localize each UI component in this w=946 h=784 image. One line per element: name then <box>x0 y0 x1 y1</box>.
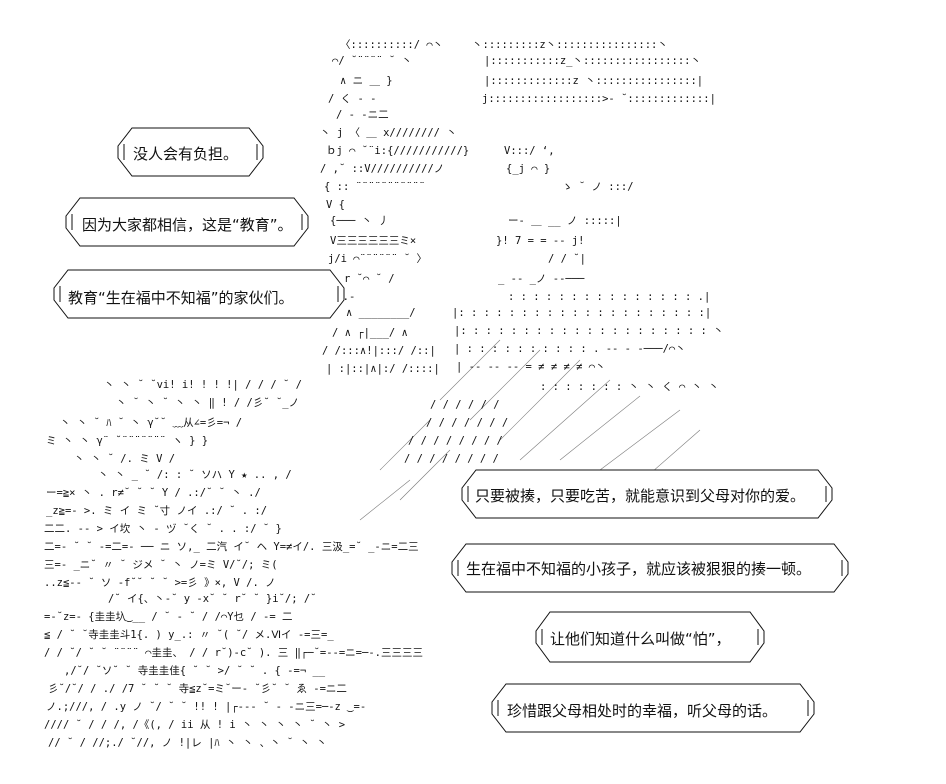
ascii-art-fragment: 丶 丶 ˘ ﾊ ˘ 丶 γ˘˘ ﹏从∠=彡=¬ / <box>60 417 242 429</box>
speech-bubble-frame <box>65 197 309 247</box>
ascii-art-fragment: 彡˘/˘/ / ./ /7 ˘ ˘ ˘ 寺≦z˘=ミ˘ー‐ ˘彡˘ ˘ ゑ -=… <box>48 683 347 695</box>
ascii-art-fragment: / ‐ -ニ二 <box>336 109 389 121</box>
ascii-art-fragment: V:::/ ‘, <box>504 145 555 157</box>
ascii-art-fragment: ー=≧× 丶 . r≠˘ ˘ ˘ Y / .:/˘ ˘ 丶 ./ <box>46 487 261 499</box>
ascii-art-fragment: |: : : : : : : : : : : : : : : : : : : :… <box>452 307 711 319</box>
ascii-art-fragment: 丶 丶 ˘ ˘vi! i! ! ! !| / / / ˘ / <box>104 379 302 391</box>
ascii-art-fragment: { :: ¨¨¨¨¨¨¨¨¨¨¨ <box>324 181 425 193</box>
ascii-art-fragment: 三=‐ _ニ˘ 〃 ˘ ジメ ˘ 丶 ノ=ミ V/˘/; ミ( <box>44 559 278 571</box>
ascii-art-fragment: V { <box>326 199 345 211</box>
ascii-art-fragment: =-˘z=- {圭圭圦‿__ / ˘ ‐ ˘ / /⌒Y乜 / -= 二 <box>44 610 292 623</box>
speech-bubble-frame <box>117 127 264 177</box>
ascii-art-fragment: ノ.;///, / .y ノ ˘/ ˘ ˘ !! ! |┌‐‐‐ ˘ ‐ -ニ三… <box>46 701 366 713</box>
ascii-art-fragment: / / ˘| <box>548 253 586 265</box>
ascii-art-fragment: ⌒/ ˘¨¨¨¨ ˘ 丶 <box>332 55 412 67</box>
speed-line <box>399 449 451 501</box>
ascii-art-fragment: 丶 丶 _ ˘ /: : ˘ ソハ Y ★ .. , / <box>98 469 292 481</box>
ascii-art-fragment: / く ‐ - <box>328 93 376 105</box>
ascii-art-fragment: |: : : : : : : : : : : : : : : : : : : :… <box>454 325 724 337</box>
speech-bubble-text: 让他们知道什么叫做“怕”， <box>550 630 731 648</box>
ascii-art-fragment: | ‐‐ -‐ -‐ = ≠ ≠ ≠ ≠ ⌒丶 <box>456 361 606 373</box>
ascii-art-fragment: / ∧ ┌|___/ ∧ <box>332 327 408 339</box>
ascii-art-fragment: {─── 丶 丿 <box>330 215 389 227</box>
speed-line <box>359 479 411 521</box>
speech-bubble-text: 生在福中不知福的小孩子，就应该被狠狠的揍一顿。 <box>466 560 812 578</box>
ascii-art-fragment: r ˘⌒ ˘ / <box>344 273 395 285</box>
speech-bubbles <box>53 127 849 733</box>
speech-bubble-text: 没人会有负担。 <box>133 145 239 163</box>
ascii-art-fragment: V三三三三三三ミ× <box>330 235 416 247</box>
speech-bubble-text: 只要被揍，只要吃苦，就能意识到父母对你的爱。 <box>475 487 806 505</box>
speech-bubble-text: 教育“生在福中不知福”的家伙们。 <box>68 289 294 307</box>
ascii-art-fragment: j::::::::::::::::::>- ˘:::::::::::::| <box>482 93 716 105</box>
ascii-art-fragment: | : : : : : : : : : : . -‐ - -───/⌒丶 <box>454 343 686 355</box>
ascii-art-fragment: ≦ / ˘ ˘寺圭圭斗1{. ) y_.: 〃 ˘( ˘/ メ.Ⅵイ -=三=_ <box>44 628 334 641</box>
ascii-art-fragment: / ,˘ ::V//////////ノ <box>320 163 444 175</box>
ascii-art-fragment: ｂj ⌒ ˘¨i:{///////////} <box>326 145 469 157</box>
speed-line <box>519 379 611 461</box>
ascii-art-fragment: 二二. -‐ > イ坎 丶 ‐ ヅ ˘く ˘ . . :/ ˘ } <box>44 522 282 535</box>
speed-line <box>439 339 501 401</box>
ascii-art-fragment: _z≧=- >. ミ イ ミ ˘寸 ノイ .:/ ˘ . :/ <box>46 504 267 517</box>
ascii-art-fragment: 丶 丶 ˘ /. ミ V / <box>74 453 175 465</box>
ascii-art-fragment: ∧ ________/ <box>346 307 416 319</box>
speed-line <box>559 395 641 461</box>
ascii-art-fragment: / /:::∧!|:::/ /::| <box>322 345 436 357</box>
ascii-art-fragment: / / / / / / / / <box>404 453 499 465</box>
ascii-art-fragment: 二=‐ ˘ ˘ ‐=二=‐ ── ニ ソ,_ 二汽 イ˘ ヘ Y=≠イ/. 三汲… <box>44 540 419 553</box>
ascii-art-fragment: j/i ⌒¨¨¨¨¨¨ ˘ 〉 <box>328 253 427 265</box>
ascii-art-fragment: / / / / / / / <box>426 417 508 429</box>
ascii-art-fragment: }! 7 = = -‐ j! <box>496 235 585 247</box>
ascii-art-fragment: //// ˘ / / /, /《(, / ii 从 ! i 丶 丶 丶 丶 ˘ … <box>44 719 345 731</box>
ascii-art-fragment: |:::::::::::::z 丶::::::::::::::::| <box>484 75 703 87</box>
speech-bubble-frame <box>535 611 765 663</box>
ascii-art-fragment: : : : : : : : 丶 丶 く ⌒ 丶 丶 <box>540 381 719 393</box>
ascii-art-fragment: / / ˘/ ˘ ˘ ¨¨¨¨ ⌒圭圭、 / / r˘)‐c˘ ). 三 ‖┌─… <box>44 646 423 659</box>
ascii-art-fragment: ∧ ニ ＿ } <box>340 75 393 87</box>
ascii-art-figure: 〈::::::::::/ ⌒丶 丶:::::::::z丶:::::::::::::… <box>44 39 724 749</box>
ascii-art-fragment: 丶 ˘ 丶 ˘ 丶 丶 ‖ ! / /彡˘ ˘_ノ <box>116 397 299 409</box>
speech-bubble-frame <box>53 269 345 319</box>
speech-bubble-text: 珍惜跟父母相处时的幸福，听父母的话。 <box>507 702 778 720</box>
speech-bubble-text: 因为大家都相信，这是“教育”。 <box>82 216 293 234</box>
ascii-art-fragment: 丶 j 〈 ＿ x//////// 丶 <box>320 127 457 139</box>
ascii-art-fragment: _ -‐ _ノ -‐─── <box>498 273 585 285</box>
speed-line <box>499 359 581 441</box>
ascii-art-fragment: ー‐ ＿ __ ノ :::::| <box>508 215 622 227</box>
speed-line <box>469 349 541 421</box>
ascii-art-fragment: /˘ イ{、丶‐˘ y ‐x˘ ˘ r˘ ˘ }i˘/; /˘ <box>108 593 317 605</box>
ascii-art-fragment: / / / / / / / / <box>408 435 503 447</box>
ascii-art-fragment: {_j ⌒ } <box>506 163 550 175</box>
speech-bubble-frame <box>461 469 833 519</box>
ascii-art-fragment: |:::::::::::z_丶:::::::::::::::::丶 <box>484 55 701 67</box>
speed-line <box>599 409 681 471</box>
ascii-art-fragment: 丶:::::::::z丶::::::::::::::::丶 <box>472 39 668 51</box>
ascii-art-fragment: ..z≦-‐ ˘ ソ -f˘˘ ˘ ˘ >=彡 》×, V /. ノ <box>44 577 276 589</box>
speed-line <box>379 419 431 471</box>
ascii-art-fragment: // ˘ / //;./ ˘//, ノ !|レ |ﾊ 丶 丶 、丶 ˘ 丶 丶 <box>48 737 327 749</box>
speech-bubble-frame <box>451 543 849 593</box>
ascii-art-fragment: ,/˘/ ˘ソ˘ ˘ 寺圭圭佳{ ˘ ˘ >/ ˘ ˘ . { -=¬ __ <box>64 664 326 677</box>
ascii-art-fragment: : : : : : : : : : : : : : : : .| <box>508 291 710 303</box>
ascii-art-fragment: | :|::|∧|:/ /::::| <box>326 363 440 375</box>
ascii-art-fragment: 〈::::::::::/ ⌒丶 <box>340 39 443 51</box>
speech-bubble-frame <box>491 683 815 733</box>
ascii-art-fragment: ミ 丶 丶 γ¨ ˘¨¨¨¨¨¨¨ ヽ } } <box>46 435 208 447</box>
ascii-art-fragment: ゝ ˘ ノ :::/ <box>562 181 634 193</box>
